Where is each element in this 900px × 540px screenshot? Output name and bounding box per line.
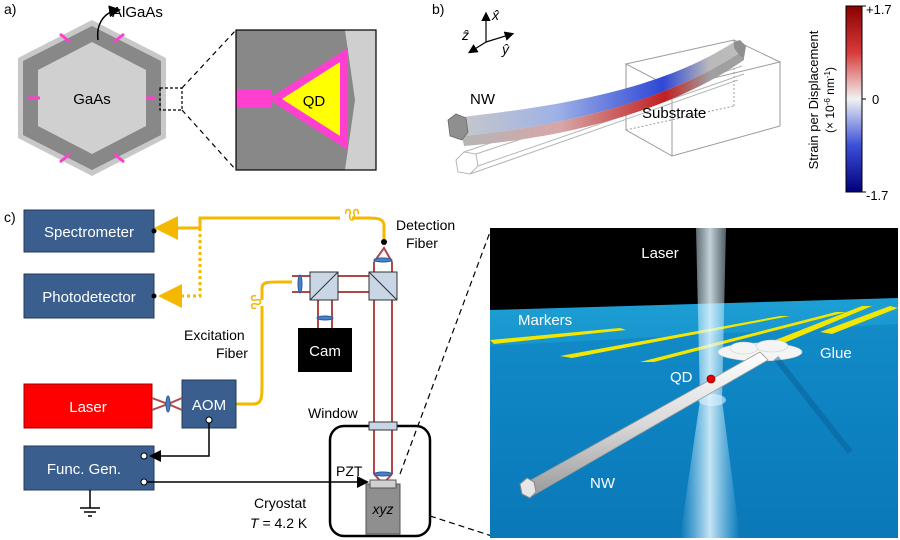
zoom-line-bottom: [181, 109, 237, 171]
zoom-frame: [235, 29, 377, 171]
aom-box: AOM: [181, 379, 237, 429]
pzt-label: PZT: [336, 463, 363, 479]
excitation-fiber-label-1: Excitation: [184, 327, 245, 343]
qd-label: QD: [303, 93, 326, 110]
cryostat: xyz: [328, 421, 432, 538]
photodetector-label: Photodetector: [42, 289, 135, 306]
zoom-line-top: [181, 29, 237, 89]
window-label: Window: [308, 405, 359, 421]
quantum-dot-zoom: QD: [235, 29, 377, 171]
axis-y-label: ŷ: [501, 41, 510, 57]
shell-label: AlGaAs: [112, 4, 163, 21]
fiber-to-photodetector: [158, 228, 202, 308]
nw-label-b: NW: [470, 91, 496, 108]
panel-a-label: a): [4, 1, 16, 17]
detection-fiber-coupler: [381, 239, 387, 245]
colorbar-gradient: [845, 5, 863, 193]
detection-fiber-label-2: Fiber: [406, 235, 438, 251]
panel-c-label: c): [4, 209, 16, 225]
render-qd-label: QD: [670, 369, 693, 386]
function-generator-box: Func. Gen.: [23, 445, 155, 491]
spectrometer-box: Spectrometer: [23, 209, 157, 253]
axis-x-label: x̂: [491, 7, 500, 23]
excitation-fiber-top: [260, 280, 292, 300]
corner-segregation-lines: [28, 32, 156, 164]
colorbar-title: Strain per Displacement: [806, 30, 821, 169]
render-zoom-line-bottom: [429, 515, 493, 537]
cryostat-label: Cryostat: [254, 495, 306, 511]
zoom-core-region: [345, 30, 376, 170]
colorbar: +1.7 0 -1.7 Strain per Displacement (× 1…: [806, 2, 892, 203]
deflected-nanowire: [447, 40, 746, 146]
colorbar-min: -1.7: [866, 188, 888, 203]
axis-z-label: ẑ: [461, 27, 469, 43]
detection-fiber-label-1: Detection: [396, 217, 455, 233]
func-gen-label: Func. Gen.: [47, 461, 121, 478]
render-markers-label: Markers: [518, 312, 572, 329]
laser-box: Laser: [23, 383, 153, 429]
spectrometer-label: Spectrometer: [44, 224, 134, 241]
axis-triad: [467, 11, 515, 54]
laser-to-aom-beam: [151, 395, 183, 413]
gaas-core: [38, 42, 146, 154]
zoom-magenta-line: [236, 90, 272, 108]
beam-splitters: [309, 271, 398, 301]
substrate-label: Substrate: [642, 105, 706, 122]
colorbar-mid: 0: [872, 92, 879, 107]
aom-label: AOM: [192, 397, 226, 414]
temperature-label: T = 4.2 K: [250, 515, 308, 531]
photodetector-box: Photodetector: [23, 273, 157, 319]
marker-strips: [490, 306, 898, 362]
excitation-fiber: [236, 306, 264, 406]
detection-fiber: [352, 216, 386, 242]
shell-pointer-arrow: [96, 5, 121, 41]
colorbar-unit: (× 10-6 nm-1): [823, 67, 838, 133]
fiber-to-spectrometer: [154, 216, 340, 240]
excitation-fiber-label-2: Fiber: [216, 345, 248, 361]
render-qd-dot: [706, 374, 716, 384]
sample-render: [490, 228, 898, 538]
render-glue-label: Glue: [820, 345, 852, 362]
nanowire-cross-section: AlGaAs GaAs: [18, 4, 237, 176]
camera: Cam: [298, 328, 352, 372]
render-laser-label: Laser: [641, 245, 679, 262]
panel-b-label: b): [432, 1, 444, 17]
zoom-box: [159, 87, 183, 111]
cam-label: Cam: [309, 343, 341, 360]
lenses: [297, 257, 393, 477]
laser-label: Laser: [69, 399, 107, 416]
render-nw-label: NW: [590, 475, 616, 492]
quantum-dot: [282, 62, 340, 136]
render-nanowire: [519, 351, 769, 499]
pzt-element: [369, 479, 397, 489]
fibers: [154, 208, 386, 406]
render-zoom-line-top: [399, 231, 491, 475]
xyz-label: xyz: [372, 501, 394, 517]
cryostat-window: [368, 421, 398, 431]
colorbar-max: +1.7: [866, 2, 892, 17]
core-label: GaAs: [73, 91, 111, 108]
